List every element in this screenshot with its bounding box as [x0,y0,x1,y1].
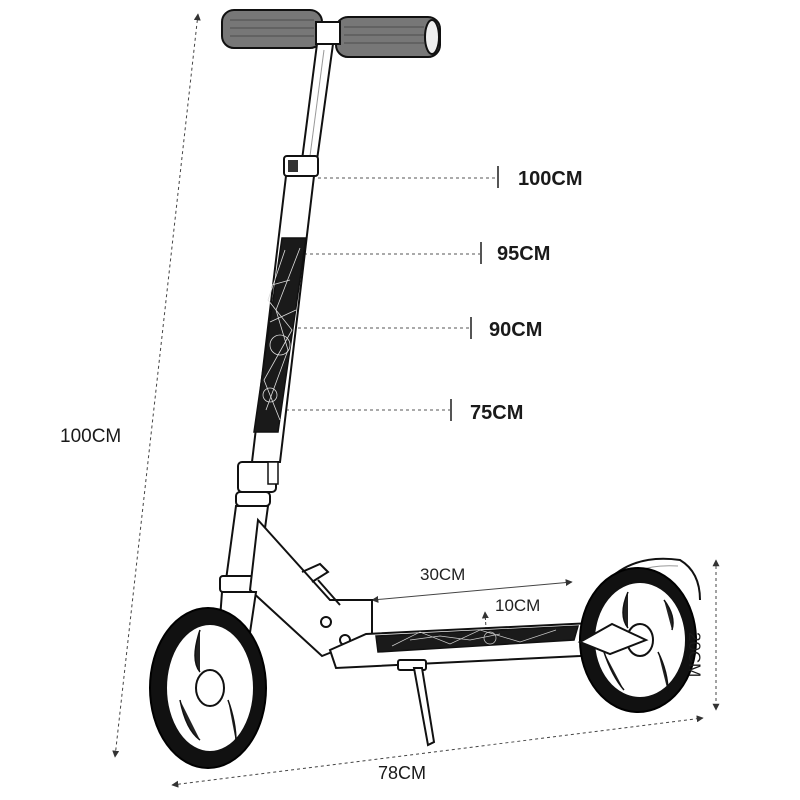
kickstand [397,659,436,747]
total-height-label: 100CM [60,426,122,447]
handlebar-height-label-2: 95CM [497,243,551,265]
handlebar-height-label-3: 90CM [489,319,543,341]
overall-length-label: 78CM [378,763,427,783]
frame-arm [248,517,373,658]
wheel-height-label: 20CM [685,632,704,678]
stem-graphic-band [253,237,307,433]
handlebar-height-label-4: 75CM [470,402,524,424]
stem-upper-tube [300,43,335,161]
deck-length-dimension-line [371,579,573,603]
front-wheel [149,607,267,769]
rear-bracket [577,622,649,656]
height-clamp [283,155,319,177]
deck-length-label: 30CM [420,565,466,584]
ground-clearance-label: 10CM [495,596,541,615]
handlebar-height-label-1: 100CM [518,168,583,190]
overall-length-dimension-line [171,715,704,788]
handlebar [221,9,441,58]
deck [328,620,613,670]
handlebar-height-leaders [280,166,499,421]
total-height-dimension-line [112,13,201,758]
